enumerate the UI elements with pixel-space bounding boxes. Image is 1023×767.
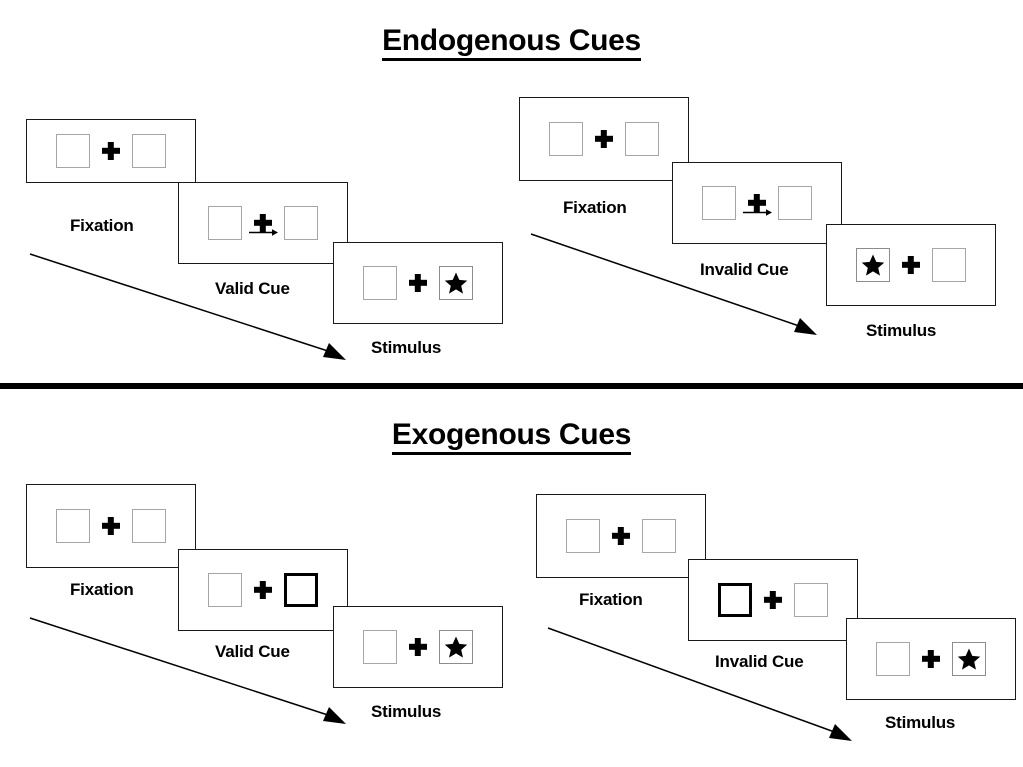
fixation-plus-icon bbox=[611, 526, 631, 546]
panel-content bbox=[673, 163, 841, 243]
caption-exogenous-invalid-fixation: Fixation bbox=[579, 590, 643, 609]
caption-exogenous-valid-fixation: Fixation bbox=[70, 580, 134, 599]
arrow-right-icon bbox=[249, 229, 278, 236]
fixation-plus-icon bbox=[408, 637, 428, 657]
placeholder-box-left bbox=[208, 206, 242, 240]
fixation-plus-icon bbox=[249, 213, 278, 236]
placeholder-box-left bbox=[702, 186, 736, 220]
stimulus-box-right bbox=[439, 630, 473, 664]
caption-exogenous-invalid-stimulus: Stimulus bbox=[885, 713, 956, 732]
placeholder-box-left bbox=[56, 134, 90, 168]
panel-content bbox=[179, 183, 347, 263]
caption-endogenous-invalid-cue: Invalid Cue bbox=[700, 260, 789, 279]
stimulus-box-left bbox=[856, 248, 890, 282]
panel-content bbox=[520, 98, 688, 180]
section-title-endogenous: Endogenous Cues bbox=[0, 24, 1023, 61]
placeholder-box-left bbox=[876, 642, 910, 676]
panel-endogenous-invalid-stimulus bbox=[826, 224, 996, 306]
stimulus-box-right bbox=[439, 266, 473, 300]
placeholder-box-left bbox=[549, 122, 583, 156]
caption-endogenous-invalid-fixation: Fixation bbox=[563, 198, 627, 217]
panel-content bbox=[537, 495, 705, 577]
placeholder-box-left bbox=[56, 509, 90, 543]
panel-endogenous-invalid-fixation bbox=[519, 97, 689, 181]
cued-box-left bbox=[718, 583, 752, 617]
fixation-plus-icon bbox=[594, 129, 614, 149]
panel-endogenous-valid-stimulus bbox=[333, 242, 503, 324]
caption-endogenous-valid-fixation: Fixation bbox=[70, 216, 134, 235]
diagonal-arrow-icon-exogenous-valid bbox=[29, 617, 346, 724]
star-icon bbox=[957, 648, 981, 670]
panel-endogenous-valid-fixation bbox=[26, 119, 196, 183]
panel-content bbox=[27, 485, 195, 567]
section-divider bbox=[0, 383, 1023, 389]
diagonal-arrow-icon-endogenous-invalid bbox=[530, 233, 817, 335]
placeholder-box-right bbox=[778, 186, 812, 220]
panel-content bbox=[179, 550, 347, 630]
panel-content bbox=[334, 607, 502, 687]
placeholder-box-right bbox=[132, 509, 166, 543]
fixation-plus-icon bbox=[253, 580, 273, 600]
star-icon bbox=[444, 636, 468, 658]
placeholder-box-left bbox=[208, 573, 242, 607]
fixation-plus-icon bbox=[101, 141, 121, 161]
placeholder-box-left bbox=[363, 266, 397, 300]
panel-exogenous-valid-stimulus bbox=[333, 606, 503, 688]
diagonal-arrow-icon-endogenous-valid bbox=[29, 253, 346, 360]
stimulus-box-right bbox=[952, 642, 986, 676]
panel-content bbox=[847, 619, 1015, 699]
star-icon bbox=[444, 272, 468, 294]
fixation-plus-icon bbox=[763, 590, 783, 610]
placeholder-box-left bbox=[363, 630, 397, 664]
diagonal-arrow-icon-exogenous-invalid bbox=[547, 627, 852, 741]
fixation-plus-icon bbox=[921, 649, 941, 669]
section-title-endogenous-text: Endogenous Cues bbox=[382, 25, 641, 61]
panel-exogenous-invalid-fixation bbox=[536, 494, 706, 578]
fixation-plus-icon bbox=[743, 193, 772, 216]
placeholder-box-right bbox=[625, 122, 659, 156]
caption-endogenous-valid-cue: Valid Cue bbox=[215, 279, 290, 298]
fixation-plus-icon bbox=[408, 273, 428, 293]
cued-box-right bbox=[284, 573, 318, 607]
panel-exogenous-valid-cue bbox=[178, 549, 348, 631]
panel-exogenous-invalid-stimulus bbox=[846, 618, 1016, 700]
panel-endogenous-invalid-cue bbox=[672, 162, 842, 244]
arrow-right-icon bbox=[743, 209, 772, 216]
placeholder-box-right bbox=[794, 583, 828, 617]
placeholder-box-left bbox=[566, 519, 600, 553]
placeholder-box-right bbox=[284, 206, 318, 240]
caption-endogenous-invalid-stimulus: Stimulus bbox=[866, 321, 937, 340]
panel-content bbox=[689, 560, 857, 640]
section-title-exogenous-text: Exogenous Cues bbox=[391, 419, 631, 455]
panel-content bbox=[827, 225, 995, 305]
fixation-plus-icon bbox=[101, 516, 121, 536]
caption-exogenous-valid-cue: Valid Cue bbox=[215, 642, 290, 661]
placeholder-box-right bbox=[932, 248, 966, 282]
panel-exogenous-invalid-cue bbox=[688, 559, 858, 641]
caption-endogenous-valid-stimulus: Stimulus bbox=[371, 338, 442, 357]
star-icon bbox=[861, 254, 885, 276]
caption-exogenous-invalid-cue: Invalid Cue bbox=[715, 652, 804, 671]
placeholder-box-right bbox=[132, 134, 166, 168]
section-title-exogenous: Exogenous Cues bbox=[0, 418, 1023, 455]
panel-endogenous-valid-cue bbox=[178, 182, 348, 264]
fixation-plus-icon bbox=[901, 255, 921, 275]
panel-content bbox=[334, 243, 502, 323]
panel-exogenous-valid-fixation bbox=[26, 484, 196, 568]
panel-content bbox=[27, 120, 195, 182]
caption-exogenous-valid-stimulus: Stimulus bbox=[371, 702, 442, 721]
placeholder-box-right bbox=[642, 519, 676, 553]
